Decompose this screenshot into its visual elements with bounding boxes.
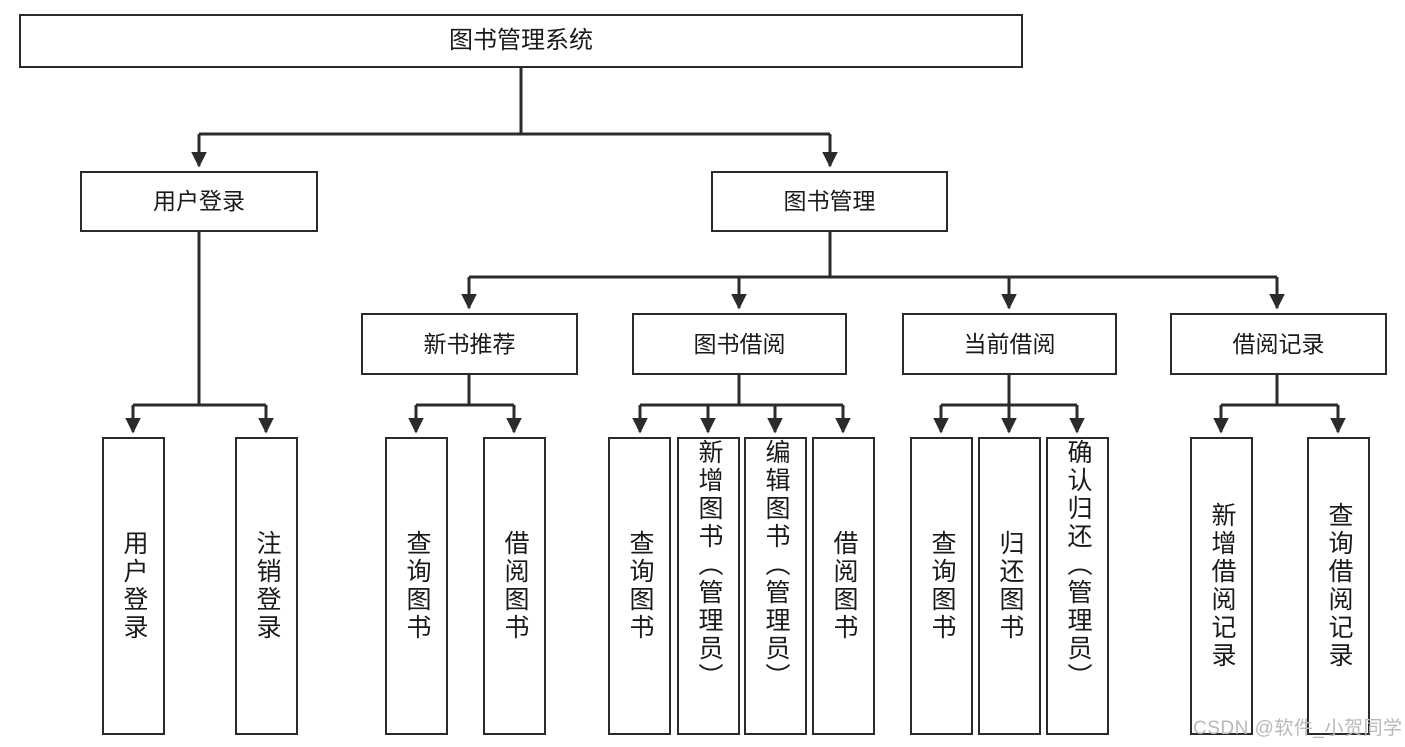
node-label: 借阅图书 bbox=[830, 530, 858, 642]
leaf-query-borrow-record[interactable]: 查询借阅记录 bbox=[1307, 437, 1370, 735]
node-current-borrow[interactable]: 当前借阅 bbox=[902, 313, 1117, 375]
node-root-system[interactable]: 图书管理系统 bbox=[19, 14, 1023, 68]
node-borrow-records[interactable]: 借阅记录 bbox=[1170, 313, 1387, 375]
node-new-book-recommend[interactable]: 新书推荐 bbox=[361, 313, 578, 375]
node-label: 图书管理 bbox=[783, 188, 876, 215]
leaf-borrow-book[interactable]: 借阅图书 bbox=[812, 437, 875, 735]
node-label: 用户登录 bbox=[153, 188, 245, 215]
leaf-edit-book-admin[interactable]: 编辑图书（管理员） bbox=[744, 437, 807, 735]
node-label: 当前借阅 bbox=[963, 330, 1056, 357]
node-label: 查询借阅记录 bbox=[1325, 502, 1353, 670]
node-label: 归还图书 bbox=[996, 530, 1024, 642]
leaf-add-book-admin[interactable]: 新增图书（管理员） bbox=[677, 437, 740, 735]
leaf-query-book-borrow[interactable]: 查询图书 bbox=[608, 437, 671, 735]
leaf-query-book-current[interactable]: 查询图书 bbox=[910, 437, 973, 735]
node-label: 查询图书 bbox=[928, 530, 956, 642]
node-label: 借阅记录 bbox=[1232, 330, 1325, 357]
node-label: 编辑图书（管理员） bbox=[762, 439, 790, 691]
node-label: 图书借阅 bbox=[693, 330, 786, 357]
leaf-borrow-book-recommend[interactable]: 借阅图书 bbox=[483, 437, 546, 735]
node-label: 新书推荐 bbox=[423, 330, 516, 357]
leaf-add-borrow-record[interactable]: 新增借阅记录 bbox=[1190, 437, 1253, 735]
node-label: 确认归还（管理员） bbox=[1064, 439, 1092, 691]
leaf-return-book[interactable]: 归还图书 bbox=[978, 437, 1041, 735]
leaf-confirm-return-admin[interactable]: 确认归还（管理员） bbox=[1046, 437, 1109, 735]
leaf-query-book-recommend[interactable]: 查询图书 bbox=[385, 437, 448, 735]
node-book-management[interactable]: 图书管理 bbox=[711, 171, 948, 232]
node-label: 图书管理系统 bbox=[449, 27, 593, 55]
node-label: 新增借阅记录 bbox=[1208, 502, 1236, 670]
node-label: 注销登录 bbox=[253, 530, 281, 642]
node-label: 查询图书 bbox=[403, 530, 431, 642]
node-label: 查询图书 bbox=[626, 530, 654, 642]
leaf-user-login[interactable]: 用户登录 bbox=[102, 437, 165, 735]
node-label: 借阅图书 bbox=[501, 530, 529, 642]
node-label: 新增图书（管理员） bbox=[695, 439, 723, 691]
leaf-logout[interactable]: 注销登录 bbox=[235, 437, 298, 735]
watermark-text: CSDN @软件_小贺同学 bbox=[1193, 718, 1403, 739]
node-user-login[interactable]: 用户登录 bbox=[80, 171, 318, 232]
node-book-borrow[interactable]: 图书借阅 bbox=[632, 313, 847, 375]
node-label: 用户登录 bbox=[120, 530, 148, 642]
